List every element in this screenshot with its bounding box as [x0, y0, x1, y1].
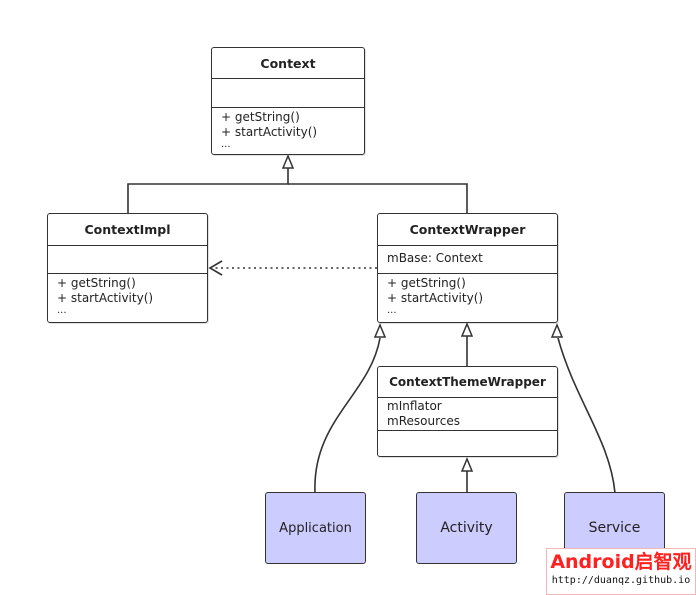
- class-application[interactable]: Application: [265, 492, 366, 564]
- generalization-arrowhead-wrapper-left: [373, 323, 387, 338]
- class-contextwrapper-attributes: mBase: Context: [378, 246, 557, 274]
- class-context-methods: + getString() + startActivity() ...: [212, 108, 364, 152]
- class-contextimpl-attributes: [48, 246, 207, 274]
- class-contextthemewrapper-name: ContextThemeWrapper: [378, 367, 557, 398]
- class-contextthemewrapper[interactable]: ContextThemeWrapper mInflator mResources: [377, 366, 558, 457]
- method-line: + startActivity(): [221, 125, 318, 139]
- class-contextimpl[interactable]: ContextImpl + getString() + startActivit…: [47, 213, 208, 323]
- generalization-arrowhead-wrapper-right: [550, 323, 564, 338]
- class-contextthemewrapper-attributes: mInflator mResources: [378, 398, 557, 431]
- class-contextwrapper-name: ContextWrapper: [378, 214, 557, 246]
- attribute-line: mBase: Context: [387, 251, 483, 265]
- class-context[interactable]: Context + getString() + startActivity() …: [211, 47, 365, 155]
- method-ellipsis: ...: [387, 305, 397, 316]
- class-contextwrapper-methods: + getString() + startActivity() ...: [378, 274, 557, 318]
- class-activity[interactable]: Activity: [416, 492, 517, 564]
- method-ellipsis: ...: [57, 305, 67, 316]
- generalization-arrowhead-wrapper-center: [460, 322, 474, 337]
- method-line: + getString(): [57, 276, 136, 290]
- generalization-arrowhead-themewrapper: [460, 457, 474, 472]
- attribute-line: mResources: [387, 414, 460, 428]
- edge-contextwrapper-to-context: [288, 183, 468, 214]
- attribute-line: mInflator: [387, 399, 442, 413]
- watermark-brand: Android启智观: [550, 551, 692, 573]
- method-ellipsis: ...: [221, 139, 231, 150]
- class-contextimpl-name: ContextImpl: [48, 214, 207, 246]
- class-contextwrapper[interactable]: ContextWrapper mBase: Context + getStrin…: [377, 213, 558, 323]
- watermark: Android启智观 http://duanqz.github.io: [546, 548, 696, 595]
- generalization-arrowhead-context: [281, 154, 295, 169]
- edge-contextimpl-to-context: [127, 168, 289, 214]
- class-contextthemewrapper-methods: [378, 431, 557, 435]
- dependency-arrowhead: [208, 260, 223, 276]
- watermark-url: http://duanqz.github.io: [551, 575, 691, 586]
- edge-application-to-wrapper: [314, 337, 381, 494]
- edge-service-to-wrapper: [557, 337, 616, 494]
- class-contextimpl-methods: + getString() + startActivity() ...: [48, 274, 207, 318]
- method-line: + getString(): [387, 276, 466, 290]
- method-line: + startActivity(): [57, 291, 154, 305]
- class-context-name: Context: [212, 48, 364, 79]
- class-context-attributes: [212, 79, 364, 108]
- method-line: + startActivity(): [387, 291, 484, 305]
- method-line: + getString(): [221, 110, 300, 124]
